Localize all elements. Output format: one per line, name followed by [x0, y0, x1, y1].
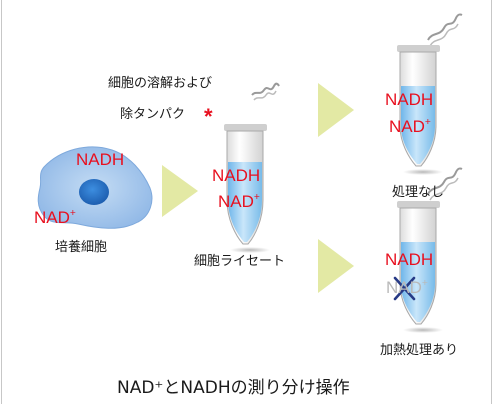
cell-nad-base: NAD: [34, 208, 70, 227]
untreated-nad-sup: +: [424, 116, 431, 128]
heated-nad-base: NAD: [386, 278, 422, 297]
cell-nad-label: NAD+: [34, 208, 76, 228]
arrow-to-heated: [318, 239, 354, 293]
heated-caption: 加熱処理あり: [380, 343, 459, 358]
lysate-nadh-label: NADH: [212, 166, 261, 185]
cross-mark-icon: [393, 276, 416, 301]
lysate-nad-base: NAD: [218, 192, 254, 211]
untreated-nad-base: NAD: [389, 117, 425, 136]
lysate-nad-label: NAD+: [218, 192, 260, 212]
cell-caption: 培養細胞: [55, 240, 108, 255]
lysate-caption: 細胞ライセート: [194, 254, 286, 269]
untreated-nadh-label: NADH: [385, 90, 434, 109]
heated-nad-label: NAD+: [386, 278, 428, 298]
arrow-to-untreated: [318, 83, 354, 137]
nucleus-icon: [79, 179, 109, 205]
heated-nad-sup: +: [421, 277, 428, 289]
heated-nadh-label: NADH: [385, 250, 434, 269]
lysis-step-label-line1: 細胞の溶解および: [108, 76, 213, 91]
cell-nad-sup: +: [69, 207, 76, 219]
untreated-nad-label: NAD+: [389, 117, 431, 137]
cell-nadh-label: NADH: [76, 150, 125, 169]
lysis-step-label-line2: 除タンパク: [120, 107, 186, 122]
asterisk-mark: *: [204, 104, 213, 129]
figure-caption: NAD⁺とNADHの測り分け操作: [117, 378, 350, 398]
lysate-tube-icon: [224, 82, 280, 253]
cell-illustration: [37, 146, 153, 229]
arrow-cell-to-lysate: [162, 165, 198, 217]
untreated-tube-icon: [397, 13, 463, 175]
untreated-caption: 処理なし: [392, 185, 445, 200]
lysate-nad-sup: +: [253, 191, 260, 203]
